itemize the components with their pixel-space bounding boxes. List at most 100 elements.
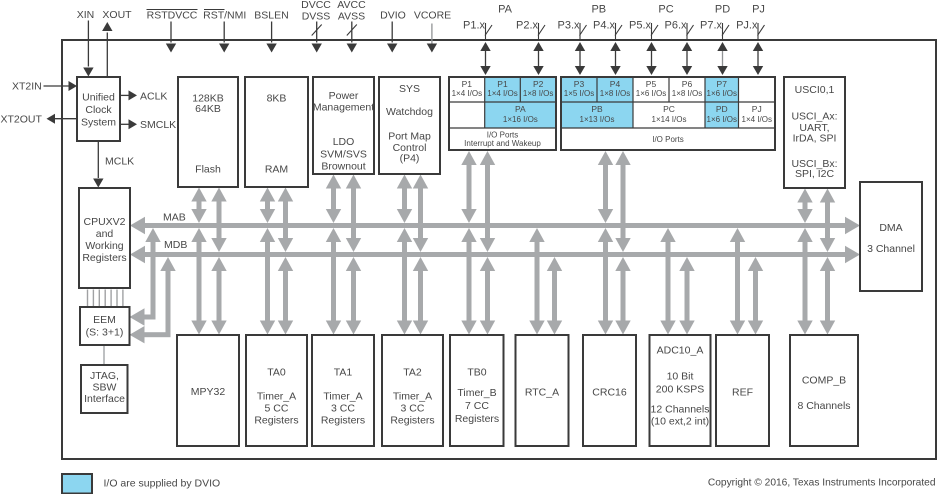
svg-text:Registers: Registers	[254, 415, 298, 427]
svg-text:1×4 I/Os: 1×4 I/Os	[742, 115, 772, 124]
svg-text:DMA: DMA	[879, 222, 902, 234]
svg-text:Flash: Flash	[195, 163, 221, 175]
svg-text:Power: Power	[329, 90, 359, 102]
svg-text:Clock: Clock	[85, 104, 112, 116]
svg-text:Unified: Unified	[82, 92, 115, 104]
svg-text:ACLK: ACLK	[140, 90, 167, 102]
svg-text:Registers: Registers	[82, 252, 126, 264]
svg-text:200 KSPS: 200 KSPS	[656, 384, 704, 396]
svg-text:MDB: MDB	[164, 239, 187, 251]
svg-text:RAM: RAM	[265, 163, 288, 175]
svg-text:DVSS: DVSS	[302, 11, 331, 23]
svg-text:64KB: 64KB	[195, 103, 221, 115]
svg-text:1×5 I/Os: 1×5 I/Os	[564, 89, 594, 98]
svg-text:1×4 I/Os: 1×4 I/Os	[487, 89, 517, 98]
svg-text:P3: P3	[574, 79, 585, 89]
svg-text:P6.x: P6.x	[664, 20, 687, 32]
svg-text:MCLK: MCLK	[105, 156, 134, 168]
svg-text:7 CC: 7 CC	[465, 400, 489, 412]
svg-text:CPUXV2: CPUXV2	[83, 216, 125, 228]
svg-text:PC: PC	[663, 104, 675, 114]
svg-text:Registers: Registers	[321, 415, 365, 427]
svg-text:P1.x: P1.x	[463, 20, 486, 32]
svg-text:TA2: TA2	[403, 367, 422, 379]
svg-text:128KB: 128KB	[192, 92, 224, 104]
svg-text:UART,: UART,	[799, 122, 829, 134]
svg-text:1×6 I/Os: 1×6 I/Os	[707, 115, 737, 124]
svg-text:1×4 I/Os: 1×4 I/Os	[452, 89, 482, 98]
svg-text:10 Bit: 10 Bit	[667, 371, 694, 383]
svg-text:P1: P1	[462, 79, 473, 89]
svg-text:REF: REF	[732, 387, 753, 399]
svg-text:XOUT: XOUT	[102, 9, 132, 21]
svg-text:PB: PB	[591, 4, 606, 16]
svg-text:P4.x: P4.x	[593, 20, 616, 32]
svg-text:and: and	[96, 228, 114, 240]
svg-text:Control: Control	[393, 142, 427, 154]
svg-text:USCI0,1: USCI0,1	[795, 84, 835, 96]
svg-text:IrDA, SPI: IrDA, SPI	[793, 133, 837, 145]
svg-text:(10 ext,2 int): (10 ext,2 int)	[651, 416, 709, 428]
svg-text:PJ.x: PJ.x	[736, 20, 758, 32]
svg-text:P5: P5	[646, 79, 657, 89]
svg-text:CRC16: CRC16	[592, 387, 627, 399]
svg-text:3 CC: 3 CC	[331, 403, 355, 415]
svg-text:I/O are supplied by DVIO: I/O are supplied by DVIO	[104, 477, 221, 489]
svg-text:TA0: TA0	[267, 367, 286, 379]
svg-text:AVCC: AVCC	[337, 0, 366, 11]
svg-text:1×14 I/Os: 1×14 I/Os	[652, 115, 687, 124]
svg-text:1×8 I/Os: 1×8 I/Os	[672, 89, 702, 98]
svg-text:1×6 I/Os: 1×6 I/Os	[707, 89, 737, 98]
svg-text:BSLEN: BSLEN	[254, 10, 288, 22]
svg-text:System: System	[81, 117, 116, 129]
svg-text:Timer_A: Timer_A	[323, 391, 362, 403]
svg-text:(S: 3+1): (S: 3+1)	[86, 326, 124, 338]
svg-text:1×16 I/Os: 1×16 I/Os	[503, 115, 538, 124]
svg-text:P6: P6	[682, 79, 693, 89]
svg-text:DVIO: DVIO	[380, 10, 406, 22]
svg-text:P1: P1	[497, 79, 508, 89]
svg-text:1×8 I/Os: 1×8 I/Os	[600, 89, 630, 98]
svg-text:I/O Ports: I/O Ports	[487, 131, 519, 140]
svg-text:ADC10_A: ADC10_A	[657, 345, 704, 357]
svg-text:P2: P2	[533, 79, 544, 89]
svg-text:Timer_A: Timer_A	[257, 391, 296, 403]
svg-text:8KB: 8KB	[267, 92, 287, 104]
svg-text:JTAG,: JTAG,	[90, 370, 119, 382]
svg-text:12 Channels: 12 Channels	[651, 404, 710, 416]
svg-text:LDO: LDO	[333, 136, 355, 148]
svg-text:RTC_A: RTC_A	[525, 387, 559, 399]
svg-text:(P4): (P4)	[400, 153, 420, 165]
svg-text:P7.x: P7.x	[700, 20, 723, 32]
svg-text:Interface: Interface	[84, 393, 125, 405]
svg-text:Registers: Registers	[390, 415, 434, 427]
svg-text:Working: Working	[85, 240, 123, 252]
svg-text:USCI_Bx:: USCI_Bx:	[791, 158, 837, 170]
svg-text:PC: PC	[658, 4, 673, 16]
svg-text:P4: P4	[610, 79, 621, 89]
svg-text:DVCC: DVCC	[301, 0, 331, 11]
svg-text:SVM/SVS: SVM/SVS	[320, 149, 367, 161]
svg-text:P5.x: P5.x	[629, 20, 652, 32]
svg-text:SBW: SBW	[93, 382, 117, 394]
svg-text:XT2OUT: XT2OUT	[1, 114, 43, 126]
svg-text:PA: PA	[515, 104, 526, 114]
svg-text:3 Channel: 3 Channel	[867, 243, 915, 255]
svg-text:RST/NMI: RST/NMI	[203, 10, 246, 22]
svg-text:SYS: SYS	[399, 83, 420, 95]
svg-text:PA: PA	[498, 4, 513, 16]
svg-text:P2.x: P2.x	[516, 20, 539, 32]
svg-text:P3.x: P3.x	[557, 20, 580, 32]
svg-text:Timer_A: Timer_A	[393, 391, 432, 403]
svg-text:Registers: Registers	[455, 413, 499, 425]
svg-text:PJ: PJ	[752, 4, 765, 16]
svg-text:EEM: EEM	[93, 314, 116, 326]
svg-text:PD: PD	[715, 4, 730, 16]
svg-text:XIN: XIN	[77, 9, 95, 21]
svg-text:XT2IN: XT2IN	[12, 80, 42, 92]
svg-text:PD: PD	[716, 104, 728, 114]
svg-text:RSTDVCC: RSTDVCC	[147, 10, 198, 22]
svg-text:I/O Ports: I/O Ports	[652, 135, 684, 144]
svg-text:TB0: TB0	[467, 367, 486, 379]
svg-text:Port Map: Port Map	[388, 131, 431, 143]
